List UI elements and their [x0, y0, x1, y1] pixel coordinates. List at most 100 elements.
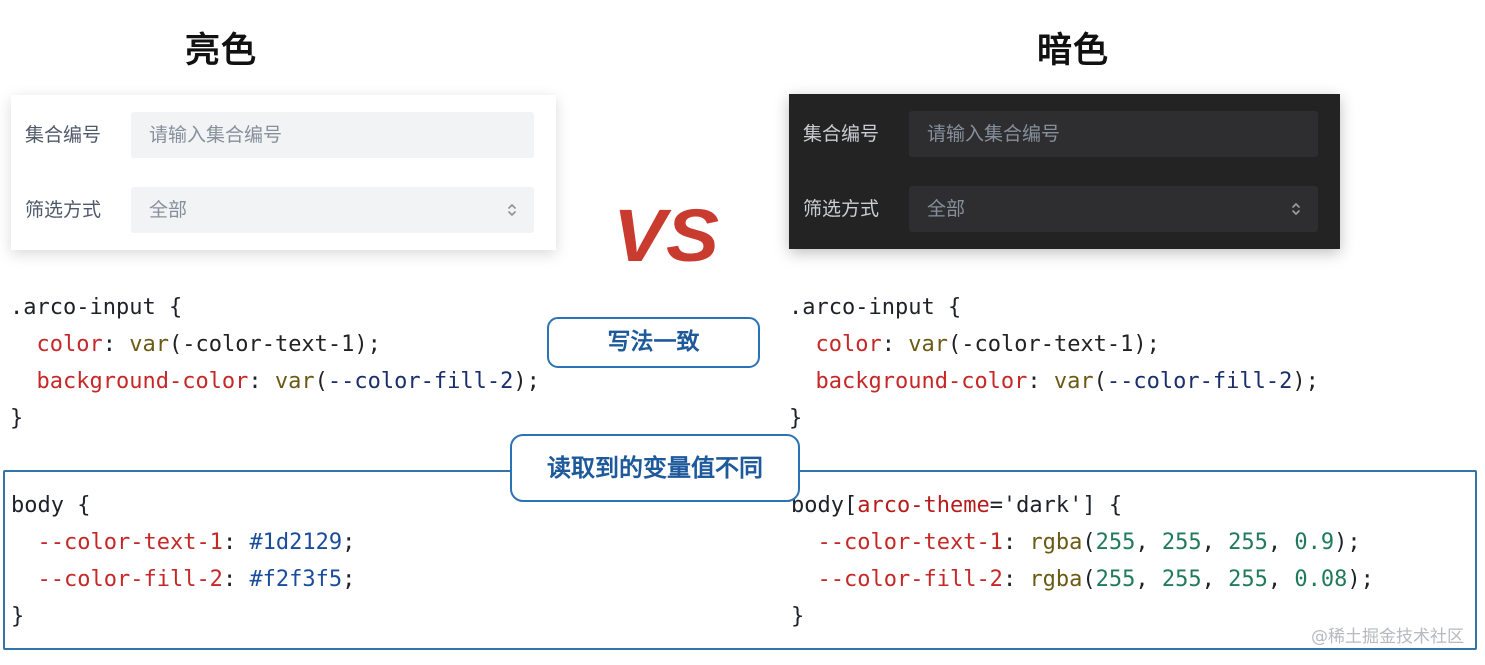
code-token: :	[102, 332, 130, 357]
code-token: ,	[1201, 567, 1229, 592]
code-line: body {	[11, 487, 355, 524]
code-token: ,	[1201, 530, 1229, 555]
dark-filter-row: 筛选方式 全部	[789, 186, 1340, 232]
code-token: );	[1292, 369, 1319, 394]
code-line: }	[11, 598, 355, 635]
code-token: --color-fill-2	[817, 567, 1003, 592]
dark-input-style-code: .arco-input { color: var(-color-text-1);…	[789, 289, 1319, 437]
same-usage-callout: 写法一致	[547, 317, 760, 368]
code-token: );	[513, 369, 540, 394]
code-token: #1d2129	[249, 530, 343, 555]
code-token: .arco-input {	[789, 295, 962, 320]
code-token: :	[881, 332, 909, 357]
code-line: }	[789, 400, 1319, 437]
code-token	[789, 369, 816, 394]
light-collection-label: 集合编号	[25, 124, 102, 146]
code-line: --color-fill-2: #f2f3f5;	[11, 561, 356, 598]
code-token: --color-text-1	[37, 530, 223, 555]
code-token: var	[274, 369, 315, 394]
code-token: 255	[1228, 530, 1268, 555]
code-token: rgba	[1029, 567, 1083, 592]
code-token: #f2f3f5	[249, 567, 343, 592]
code-token: --color-text-1	[817, 530, 1003, 555]
up-down-chevron-icon	[1292, 203, 1300, 215]
code-token: (	[314, 369, 328, 394]
up-down-chevron-icon	[508, 204, 516, 216]
code-token: (	[1082, 530, 1096, 555]
code-line: --color-fill-2: rgba(255, 255, 255, 0.08…	[791, 561, 1374, 598]
code-token: ,	[1135, 530, 1162, 555]
code-token: ;	[342, 567, 356, 592]
code-token: var	[908, 332, 948, 357]
code-token: 0.08	[1294, 567, 1348, 592]
code-line: background-color: var(--color-fill-2);	[789, 363, 1319, 400]
code-token: rgba	[1029, 530, 1083, 555]
code-token: 255	[1095, 567, 1136, 592]
code-token: arco-theme	[857, 493, 990, 518]
light-variable-code: body { --color-text-1: #1d2129; --color-…	[11, 487, 355, 635]
code-token: background-color	[815, 369, 1028, 394]
code-line: body[arco-theme='dark'] {	[791, 487, 1374, 524]
code-line: --color-text-1: #1d2129;	[11, 524, 356, 561]
light-collection-input[interactable]: 请输入集合编号	[131, 112, 534, 158]
code-line: --color-text-1: rgba(255, 255, 255, 0.9)…	[791, 524, 1374, 561]
dark-collection-row: 集合编号 请输入集合编号	[789, 111, 1340, 157]
code-token: :	[222, 530, 250, 555]
code-token: var	[129, 332, 169, 357]
light-filter-row: 筛选方式 全部	[11, 187, 556, 233]
code-token: );	[1347, 567, 1374, 592]
code-token: :	[1002, 567, 1030, 592]
code-token: :	[222, 567, 250, 592]
code-token: }	[791, 604, 805, 629]
code-line: color: var(-color-text-1);	[10, 326, 540, 363]
code-token: color	[815, 332, 882, 357]
code-line: .arco-input {	[789, 289, 1319, 326]
code-line: .arco-input {	[10, 289, 540, 326]
light-collection-row: 集合编号 请输入集合编号	[11, 112, 556, 158]
light-filter-select[interactable]: 全部	[131, 187, 534, 233]
dark-collection-input[interactable]: 请输入集合编号	[909, 111, 1318, 157]
code-token: --color-fill-2	[327, 369, 514, 394]
code-token	[10, 369, 37, 394]
code-token: ;	[342, 530, 356, 555]
code-token: var	[1053, 369, 1094, 394]
code-token: (-color-text-1);	[168, 332, 381, 357]
code-token	[11, 530, 38, 555]
code-token: }	[789, 406, 803, 431]
code-token: 255	[1228, 567, 1268, 592]
dark-filter-select[interactable]: 全部	[909, 186, 1318, 232]
light-collection-placeholder: 请输入集合编号	[149, 124, 283, 146]
code-token	[10, 332, 37, 357]
code-token: ='dark'] {	[989, 493, 1123, 518]
code-token: --color-fill-2	[37, 567, 223, 592]
light-filter-value: 全部	[149, 199, 188, 221]
light-input-style-code: .arco-input { color: var(-color-text-1);…	[10, 289, 540, 437]
vs-text: VS	[613, 195, 719, 270]
code-token: :	[1027, 369, 1054, 394]
code-token: }	[11, 604, 25, 629]
code-token: (	[1093, 369, 1107, 394]
dark-collection-label: 集合编号	[803, 123, 880, 145]
code-token: 0.9	[1294, 530, 1335, 555]
code-line: background-color: var(--color-fill-2);	[10, 363, 540, 400]
light-filter-label: 筛选方式	[25, 199, 102, 221]
code-token: --color-fill-2	[1106, 369, 1293, 394]
code-token: );	[1334, 530, 1361, 555]
code-line: color: var(-color-text-1);	[789, 326, 1319, 363]
code-token: }	[10, 406, 24, 431]
dark-heading: 暗色	[1037, 31, 1110, 71]
dark-filter-label: 筛选方式	[803, 198, 880, 220]
code-token: ,	[1267, 530, 1295, 555]
code-token: 255	[1095, 530, 1136, 555]
different-values-callout: 读取到的变量值不同	[510, 434, 800, 502]
code-token: ,	[1135, 567, 1162, 592]
light-heading: 亮色	[185, 31, 258, 71]
code-token: (	[1082, 567, 1096, 592]
code-token: color	[36, 332, 103, 357]
code-token: body {	[11, 493, 91, 518]
code-token	[791, 530, 818, 555]
code-token: body[	[791, 493, 858, 518]
dark-variable-code: body[arco-theme='dark'] { --color-text-1…	[791, 487, 1374, 635]
dark-collection-placeholder: 请输入集合编号	[927, 123, 1061, 145]
dark-filter-value: 全部	[927, 198, 966, 220]
